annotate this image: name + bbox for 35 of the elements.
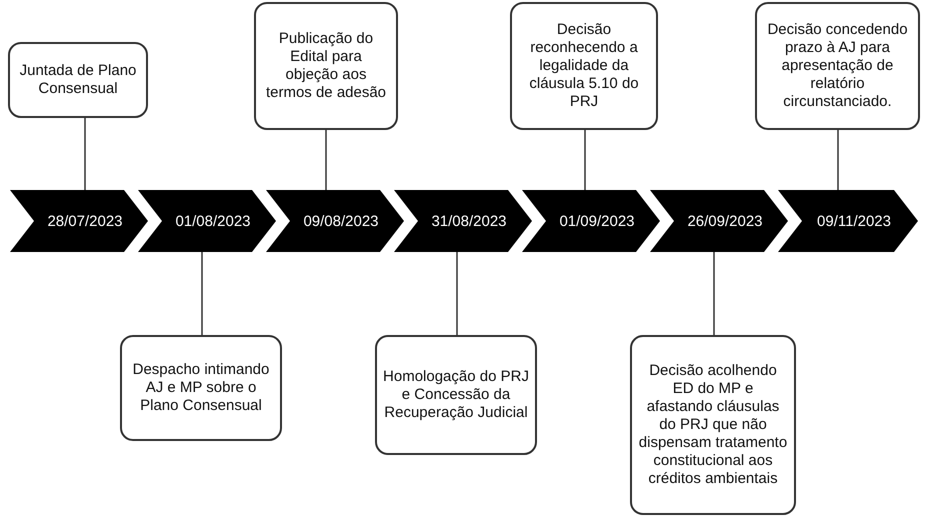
date-banner — [10, 190, 148, 252]
connector-line — [584, 130, 586, 190]
event-box — [375, 335, 537, 455]
date-banner — [778, 190, 918, 252]
date-banner — [138, 190, 276, 252]
connector-line — [325, 130, 327, 190]
date-label: 28/07/2023 — [46, 212, 123, 230]
date-label: 31/08/2023 — [430, 212, 507, 230]
event-box — [630, 335, 796, 515]
event-box — [8, 42, 148, 118]
event-text: Despacho intimando AJ e MP sobre o Plano Consensual — [132, 361, 270, 415]
event-box — [510, 2, 658, 130]
date-banner — [650, 190, 788, 252]
date-label: 09/08/2023 — [302, 212, 379, 230]
date-banner — [394, 190, 532, 252]
event-text: Decisão acolhendo ED do MP e afastando cláusulas do PRJ que não dispensam tratamento constitucional aos créditos ambientais — [638, 362, 788, 488]
event-box — [755, 2, 920, 130]
connector-line — [837, 130, 839, 190]
date-label: 26/09/2023 — [686, 212, 763, 230]
date-label: 09/11/2023 — [816, 212, 891, 230]
event-box — [254, 2, 398, 130]
event-text: Decisão reconhecendo a legalidade da cláusula 5.10 do PRJ — [528, 21, 640, 111]
connector-line — [456, 252, 458, 335]
event-text: Homologação do PRJ e Concessão da Recuperação Judicial — [383, 368, 529, 422]
connector-line — [201, 252, 203, 335]
event-box — [120, 335, 282, 441]
date-banner — [266, 190, 404, 252]
connector-line — [713, 252, 715, 335]
event-text: Decisão concedendo prazo à AJ para apresentação de relatório circunstanciado. — [766, 21, 909, 111]
date-label: 01/08/2023 — [174, 212, 251, 230]
event-text: Publicação do Edital para objeção aos termos de adesão — [264, 30, 388, 102]
event-text: Juntada de Plano Consensual — [18, 62, 138, 98]
date-banner — [522, 190, 660, 252]
date-label: 01/09/2023 — [558, 212, 635, 230]
connector-line — [84, 118, 86, 190]
